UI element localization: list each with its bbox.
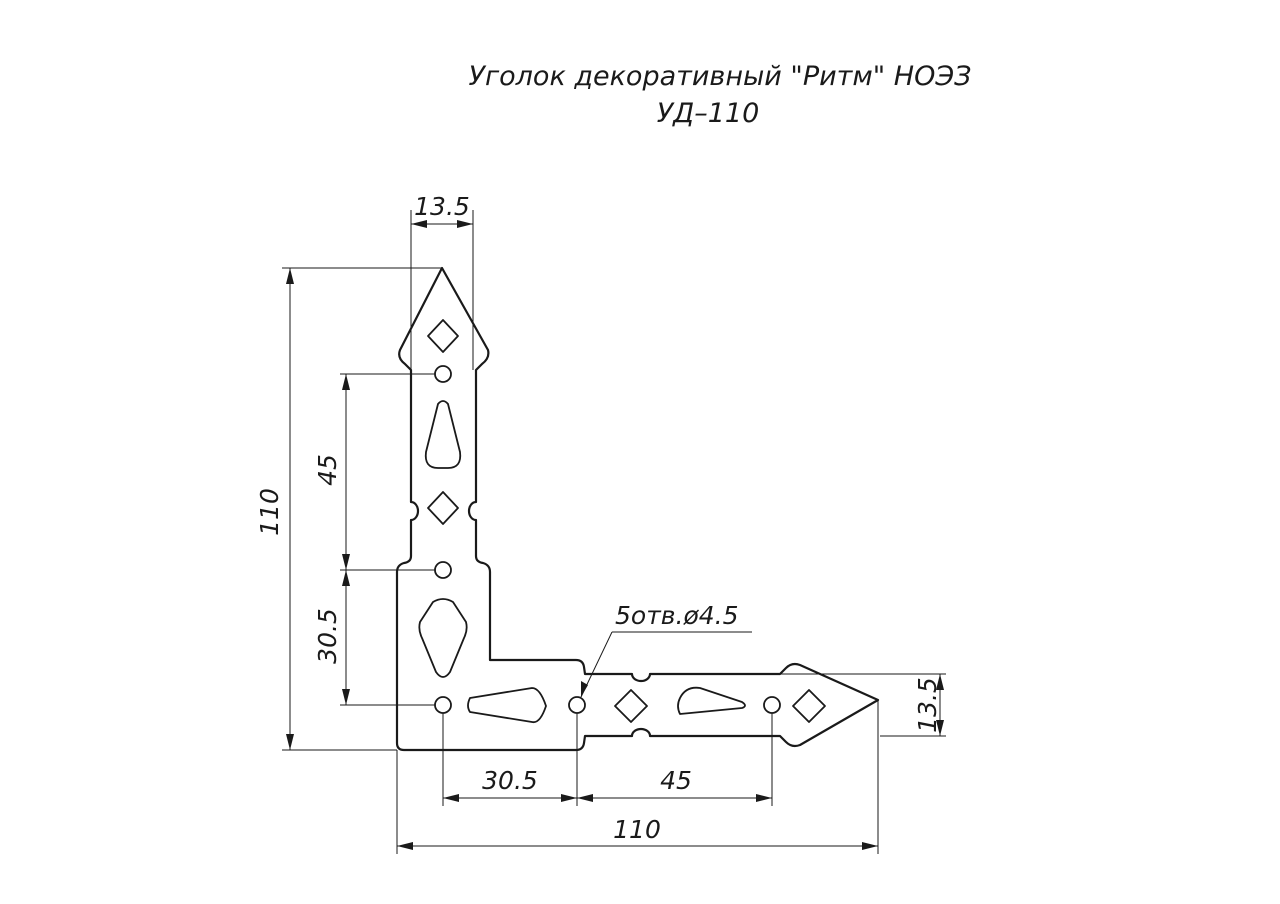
diamond-cutout bbox=[427, 491, 459, 525]
diamond-cutout bbox=[427, 319, 459, 353]
diamond-cutout bbox=[614, 689, 648, 723]
kite-cutout bbox=[424, 400, 462, 469]
kite-cutout bbox=[677, 686, 746, 715]
mounting-hole bbox=[434, 365, 452, 383]
title-line-1: Уголок декоративный "Ритм" НОЭЗ bbox=[469, 61, 972, 92]
part-outline bbox=[395, 266, 880, 752]
mounting-hole bbox=[434, 561, 452, 579]
dim-upper-hole-spacing: 45 bbox=[313, 454, 342, 486]
dim-top-width: 13.5 bbox=[414, 192, 470, 221]
title-line-2: УД–110 bbox=[657, 98, 760, 129]
dim-bottom-left-spacing: 30.5 bbox=[482, 766, 538, 795]
kite-cutout bbox=[418, 598, 468, 678]
dim-overall-width: 110 bbox=[613, 815, 661, 844]
dim-overall-height: 110 bbox=[255, 488, 284, 536]
mounting-hole bbox=[568, 696, 586, 714]
holes-note: 5отв.ø4.5 bbox=[615, 601, 739, 630]
kite-cutout bbox=[467, 687, 547, 724]
dim-right-width: 13.5 bbox=[913, 677, 942, 733]
dim-lower-hole-spacing: 30.5 bbox=[313, 608, 342, 664]
dim-bottom-right-spacing: 45 bbox=[660, 766, 692, 795]
mounting-hole bbox=[434, 696, 452, 714]
mounting-hole bbox=[763, 696, 781, 714]
diamond-cutout bbox=[792, 689, 826, 723]
